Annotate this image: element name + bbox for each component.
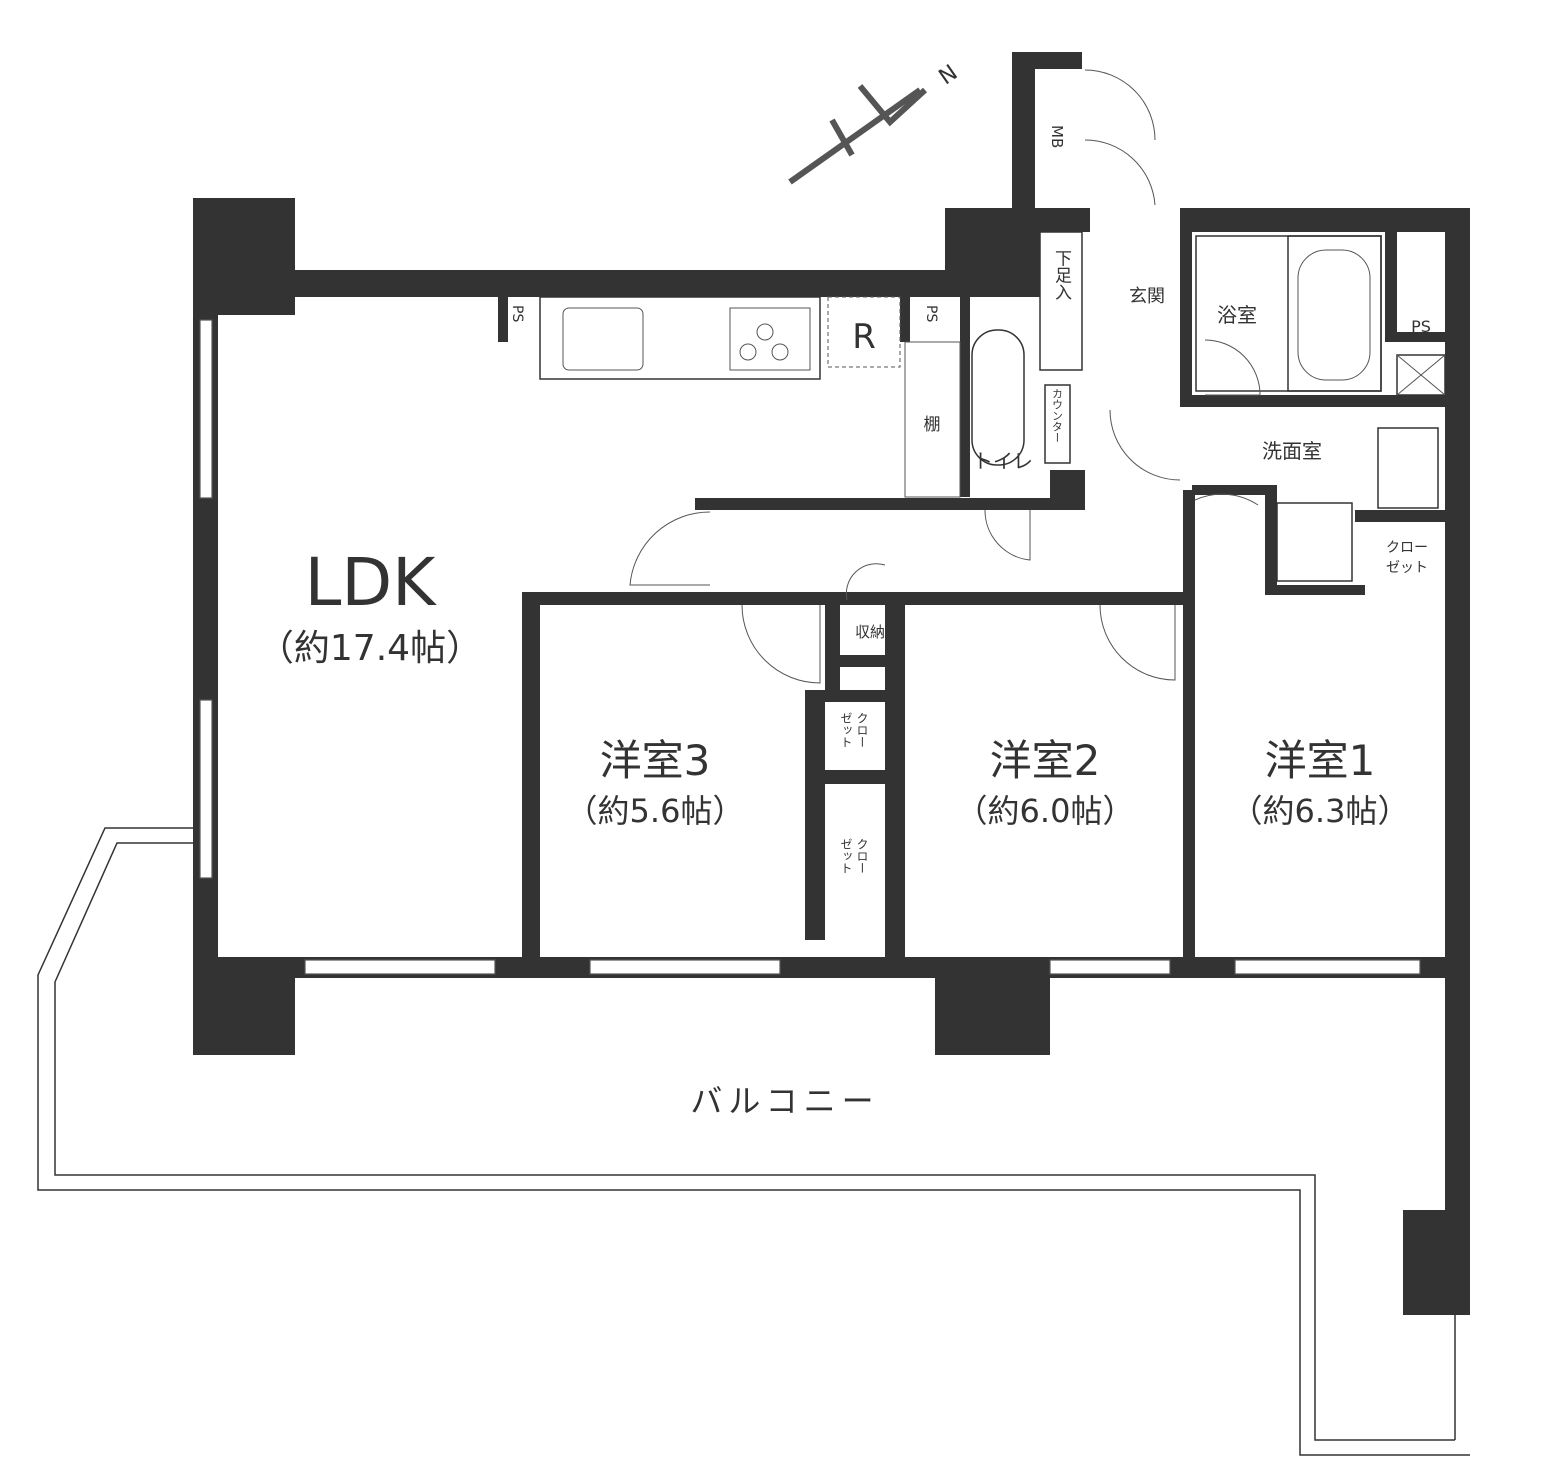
windows: [199, 319, 1421, 975]
bed3-size: （約5.6帖）: [566, 792, 745, 830]
room-labels: LDK （約17.4帖） 洋室3 （約5.6帖） 洋室2 （約6.0帖） 洋室1…: [258, 125, 1431, 1120]
bed2-size: （約6.0帖）: [956, 792, 1135, 830]
walls: [193, 52, 1470, 1315]
shoe-label: 下足入: [1051, 250, 1072, 301]
closet1-line1: クロー: [1386, 540, 1428, 556]
balcony-outline: [37, 827, 1470, 1456]
ldk-size: （約17.4帖）: [258, 628, 482, 669]
doors: [629, 69, 1261, 684]
wash-label: 洗面室: [1262, 439, 1322, 463]
closet1-line2: ゼット: [1386, 560, 1428, 576]
toilet-label: トイレ: [973, 449, 1033, 473]
bed3-name: 洋室3: [600, 736, 711, 785]
fixtures: [539, 231, 1446, 582]
fridge-label: R: [852, 317, 876, 357]
shelf-label: 棚: [924, 415, 941, 435]
bath-label: 浴室: [1217, 303, 1257, 327]
north-arrow-icon: N: [788, 60, 963, 185]
bed2-name: 洋室2: [990, 736, 1101, 785]
north-label: N: [935, 60, 963, 90]
bed1-name: 洋室1: [1265, 736, 1376, 785]
mb-label: MB: [1048, 125, 1066, 148]
bed1-size: （約6.3帖）: [1231, 792, 1410, 830]
closet-b-line2: ゼット: [839, 838, 853, 874]
closet-a-line1: クロー: [855, 712, 869, 748]
ps-label-2: PS: [923, 305, 939, 322]
closet-b-line1: クロー: [855, 838, 869, 874]
ps-label-1: PS: [509, 305, 525, 322]
ldk-name: LDK: [305, 544, 438, 621]
balcony-label: バルコニー: [690, 1082, 879, 1120]
storage-label: 収納: [855, 623, 885, 641]
entrance-label: 玄関: [1129, 286, 1165, 307]
ps-label-3: PS: [1411, 317, 1431, 336]
closet-a-line2: ゼット: [839, 712, 853, 748]
counter-label: カウンター: [1051, 388, 1064, 443]
